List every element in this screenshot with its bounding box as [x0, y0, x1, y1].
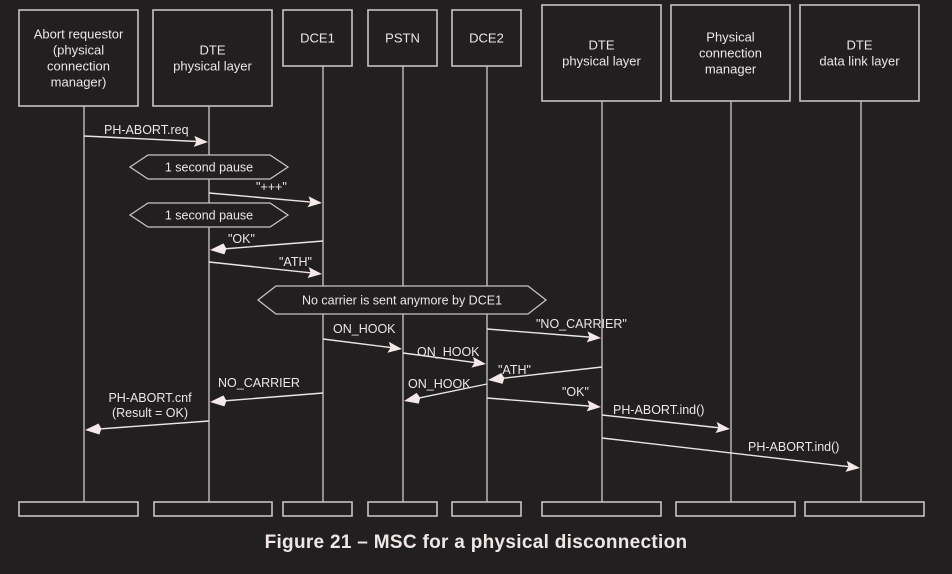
condition-hexagon: [128, 202, 290, 228]
message-arrow-line: [92, 420, 210, 431]
message-arrowhead-icon: [210, 243, 227, 255]
message-arrow-line: [83, 135, 201, 143]
message-arrowhead-icon: [404, 392, 421, 404]
message-arrowhead-icon: [85, 423, 102, 435]
condition-hexagon: [256, 285, 548, 315]
instance-end-abort-requestor: [18, 501, 139, 517]
message-arrow-line: [486, 397, 594, 408]
instance-end-dte-data-link: [804, 501, 925, 517]
instance-box-phys-conn-manager[interactable]: [670, 4, 791, 102]
instance-label-dte-phys-left: physical layer: [173, 59, 252, 74]
instance-end-dte-phys-right: [541, 501, 662, 517]
instance-end-dte-phys-left: [153, 501, 273, 517]
message-arrow-line: [402, 352, 479, 364]
message-label: PH-ABORT.ind(): [613, 403, 704, 417]
message-label: "ATH": [498, 363, 531, 377]
instance-label-dte-phys-right: physical layer: [562, 54, 641, 69]
message-label: "+++": [256, 180, 287, 194]
instance-label-phys-conn-manager: connection: [699, 46, 762, 61]
instance-label-dce2: DCE2: [469, 31, 504, 46]
message-label: "OK": [228, 232, 255, 246]
message-arrow-line: [495, 366, 603, 380]
message-arrow-line: [601, 414, 723, 429]
condition-label: 1 second pause: [165, 161, 253, 175]
message-label: ON_HOOK: [417, 345, 480, 359]
message-arrowhead-icon: [586, 331, 601, 343]
message-arrowhead-icon: [488, 372, 505, 384]
message-arrowhead-icon: [715, 422, 730, 433]
figure-caption: Figure 21 – MSC for a physical disconnec…: [264, 532, 688, 553]
instance-label-dce1: DCE1: [300, 31, 335, 46]
instance-label-dte-data-link: data link layer: [819, 54, 900, 69]
message-arrowhead-icon: [307, 196, 322, 208]
message-arrow-line: [411, 383, 488, 401]
instance-box-dte-phys-left[interactable]: [152, 9, 273, 107]
condition-label: 1 second pause: [165, 209, 253, 223]
instance-label-phys-conn-manager: Physical: [706, 30, 755, 45]
instance-box-abort-requestor[interactable]: [18, 9, 139, 107]
instance-label-abort-requestor: connection: [47, 59, 110, 74]
condition-hexagon: [128, 154, 290, 180]
message-arrowhead-icon: [845, 460, 860, 472]
instance-box-dce2[interactable]: [451, 9, 522, 67]
message-label: PH-ABORT.ind(): [748, 440, 839, 454]
message-arrowhead-icon: [193, 135, 208, 147]
instance-label-pstn: PSTN: [385, 31, 420, 46]
instance-label-dte-phys-left: DTE: [200, 43, 226, 58]
message-arrow-line: [217, 392, 324, 403]
message-arrowhead-icon: [586, 400, 601, 412]
condition-label: No carrier is sent anymore by DCE1: [302, 294, 502, 308]
instance-label-dte-phys-right: DTE: [589, 38, 615, 53]
message-arrow-line: [322, 338, 395, 349]
instance-end-phys-conn-manager: [675, 501, 796, 517]
message-arrow-line: [217, 240, 324, 251]
instance-end-dce2: [451, 501, 522, 517]
message-label: (Result = OK): [112, 406, 188, 420]
message-arrow-line: [601, 437, 853, 468]
message-label: "OK": [562, 385, 589, 399]
message-arrow-line: [208, 261, 315, 274]
message-arrow-line: [486, 328, 594, 339]
message-label: "NO_CARRIER": [536, 317, 627, 331]
instance-label-dte-data-link: DTE: [847, 38, 873, 53]
instance-box-pstn[interactable]: [367, 9, 438, 67]
message-label: ON_HOOK: [408, 377, 471, 391]
instance-end-pstn: [367, 501, 438, 517]
instance-box-dte-phys-right[interactable]: [541, 4, 662, 102]
instance-label-abort-requestor: Abort requestor: [34, 27, 124, 42]
message-label: NO_CARRIER: [218, 376, 300, 390]
instance-label-abort-requestor: manager): [51, 75, 107, 90]
message-label: PH-ABORT.cnf: [108, 391, 192, 405]
message-label: "ATH": [279, 255, 312, 269]
instance-box-dce1[interactable]: [282, 9, 353, 67]
instance-end-dce1: [282, 501, 353, 517]
message-arrowhead-icon: [387, 341, 402, 353]
message-label: ON_HOOK: [333, 322, 396, 336]
instance-label-abort-requestor: (physical: [53, 43, 104, 58]
message-arrowhead-icon: [307, 267, 322, 279]
instance-box-dte-data-link[interactable]: [799, 4, 920, 102]
message-label: PH-ABORT.req: [104, 123, 189, 137]
message-arrowhead-icon: [471, 356, 486, 368]
message-arrow-line: [208, 192, 315, 203]
instance-label-phys-conn-manager: manager: [705, 62, 757, 77]
message-arrowhead-icon: [210, 395, 227, 407]
